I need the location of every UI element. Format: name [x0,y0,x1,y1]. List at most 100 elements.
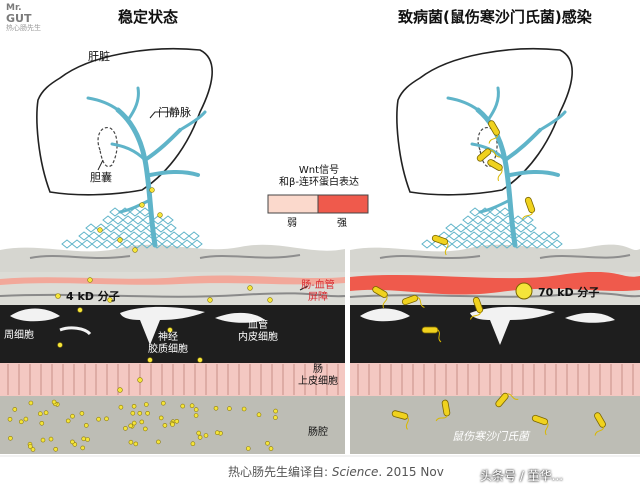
small-molecule-dot [55,293,61,299]
capillary-cell [135,223,147,233]
molecule-particle [157,212,163,218]
left-epithelium [0,363,345,396]
molecule-particle [27,444,33,449]
molecule-particle [247,285,253,291]
right-gallbladder [477,126,498,168]
logo-line-1: Mr. [6,3,22,13]
capillary-cell [499,207,511,217]
barrier-label: 肠-血管 屏障 [293,280,343,304]
molecule-particle [132,247,138,253]
capillary-cell [551,239,563,249]
molecule-particle [7,416,13,422]
molecule-particle [79,411,85,416]
capillary-cell [165,223,177,233]
molecule-particle [80,445,85,451]
capillary-cell [421,239,433,249]
salmonella-flagellum [594,426,605,436]
capillary-cell [468,231,480,241]
right-barrier-band [350,271,640,295]
capillary-cell [538,231,550,241]
molecule-particle [43,410,49,416]
gallbladder-label: 胆囊 [90,171,112,184]
salmonella-rod [524,196,536,214]
small-molecule-label: 4 kD 分子 [66,290,120,303]
lumen-label: 肠腔 [308,427,328,438]
logo-line-3: 热心肠先生 [6,24,41,32]
molecule-particle [70,413,75,419]
left-panel [0,47,346,454]
barrier-label-line-2: 屏障 [308,292,328,303]
molecule-particle [196,430,201,436]
glial-label: 神经 胶质细胞 [138,332,198,356]
left-panel-title: 稳定状态 [118,8,179,26]
capillary-cell [112,215,124,225]
capillary-cell [101,239,113,249]
right-epithelium [350,363,640,396]
capillary-cell [132,215,144,225]
salmonella-flagellum [490,149,501,158]
molecule-particle [197,435,203,440]
large-molecule-dot [515,282,533,300]
molecule-particle [180,403,185,409]
salmonella-flagellum [522,212,534,220]
capillary-cell [458,231,470,241]
molecule-particle [197,357,203,363]
capillary-cell [158,231,170,241]
legend-strong-label: 强 [337,218,347,229]
capillary-cell [498,231,510,241]
capillary-cell [492,215,504,225]
footer-prefix: 热心肠先生编译自: [228,465,332,479]
salmonella-bacteria [372,120,606,436]
source-footer: 热心肠先生编译自: Science. 2015 Nov [228,463,444,480]
large-molecule-label: 70 kD 分子 [538,286,600,299]
leader-lines [97,111,309,291]
molecule-particle [51,399,57,405]
molecule-particle [144,402,149,407]
molecule-particle [273,415,278,420]
molecule-particle [241,406,247,412]
molecule-particle [131,420,137,426]
pericyte-shape [10,308,60,322]
molecule-particle [117,387,123,393]
capillary-cell [515,223,527,233]
molecule-particle [128,423,133,429]
legend-weak-swatch [267,194,319,214]
legend-title-line-2: 和β-连环蛋白表达 [279,177,359,188]
capillary-cell [108,231,120,241]
molecule-particle [227,406,232,411]
capillary-cell [485,223,497,233]
molecule-particle [213,405,219,411]
salmonella-flagellum [497,168,503,182]
endothelial-label-line-2: 内皮细胞 [238,332,278,343]
capillary-cell [548,231,560,241]
capillary-cell [465,223,477,233]
salmonella-label: 鼠伤寒沙门氏菌 [452,430,529,443]
capillary-cell [478,231,490,241]
capillary-cell [525,223,537,233]
capillary-cell [81,239,93,249]
capillary-cell [188,231,200,241]
right-lumen [350,396,640,454]
salmonella-flagellum [507,393,519,400]
molecule-particle [147,357,153,363]
footer-journal: Science [331,465,379,479]
molecule-particle [158,415,164,421]
molecule-particle [84,423,89,428]
legend-weak-label: 弱 [287,218,297,229]
molecule-particle [174,418,180,424]
molecule-particle [12,407,18,412]
left-barrier-band [0,275,345,285]
left-liver [36,47,213,196]
molecule-particle [117,237,123,243]
molecule-particle [139,202,145,208]
capillary-cell [461,239,473,249]
molecule-particle [130,410,136,416]
molecule-particle [87,277,93,283]
molecule-particle [161,400,166,406]
molecule-particle [215,430,220,436]
molecule-particle [30,447,36,452]
capillary-cell [445,223,457,233]
logo-line-2: GUT [6,12,32,25]
salmonella-flagellum [444,242,449,256]
capillary-cell [522,215,534,225]
